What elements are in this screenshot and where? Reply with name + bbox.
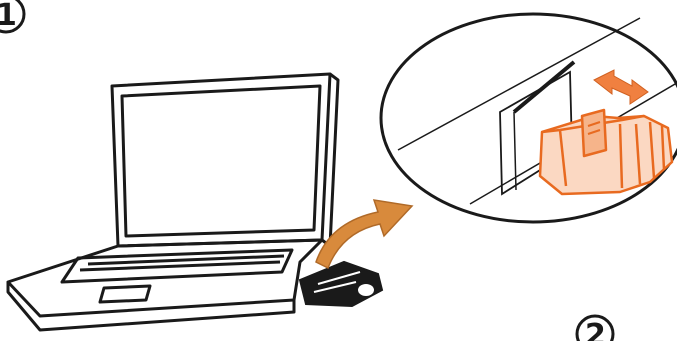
step-2-badge: 2 bbox=[577, 316, 613, 341]
step-1-number: 1 bbox=[0, 0, 17, 33]
laptop-base-edge bbox=[8, 282, 294, 330]
laptop-touchpad bbox=[100, 286, 150, 302]
laptop-screen bbox=[122, 86, 320, 236]
usb-dongle-icon bbox=[300, 262, 382, 306]
step-1-badge: 1 bbox=[0, 0, 24, 33]
laptop-screen-bezel bbox=[112, 74, 330, 246]
laptop-icon bbox=[8, 74, 338, 330]
step-2-number: 2 bbox=[585, 318, 606, 341]
